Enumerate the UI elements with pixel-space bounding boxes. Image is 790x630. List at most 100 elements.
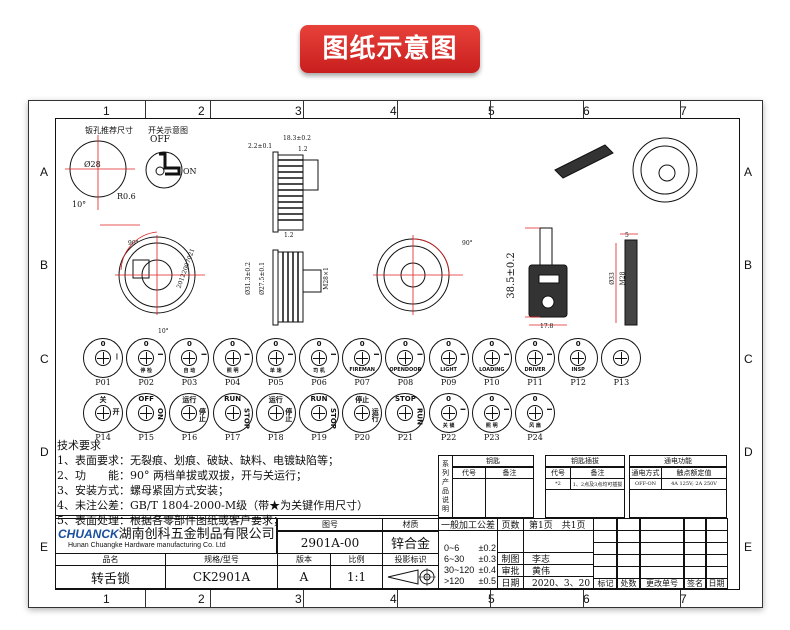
- position-id: P23: [484, 433, 500, 442]
- grid-row-label: E: [40, 540, 49, 554]
- position-id: P03: [181, 378, 198, 387]
- hole-angle: 10°: [72, 200, 87, 209]
- position-dial: RUN STOP: [212, 393, 253, 433]
- requirement-item: 3、安装方式：螺母紧固方式安装；: [57, 484, 229, 497]
- insert-empty: [545, 489, 625, 518]
- position-dial: OFF ON: [126, 393, 167, 433]
- position-dial: 运行 停止: [255, 393, 296, 433]
- grid-column-label: 3: [295, 592, 302, 606]
- dial-top-label: 0: [402, 340, 408, 348]
- dial-bottom-label: LOADING: [479, 367, 505, 373]
- dial-bottom-label: 司 机: [313, 368, 325, 374]
- grid-column-label: 5: [488, 592, 495, 606]
- tolerance-row: 30~120±0.4: [444, 564, 496, 575]
- position-dial: 0 I 自 动: [169, 338, 210, 378]
- revision-header: 日期: [705, 578, 728, 589]
- position-dial: 0 I 照 明: [471, 393, 512, 433]
- dial-right-label: I: [372, 353, 381, 356]
- dial-bottom-label: 关 锁: [442, 423, 455, 429]
- revision-header: 处数: [616, 578, 641, 589]
- dim: M28: [619, 271, 627, 286]
- grid-column-label: 4: [390, 104, 397, 118]
- dial-top-label: 关: [99, 396, 107, 404]
- position-dial: 关 开: [83, 393, 123, 433]
- dial-top-label: 0: [359, 340, 365, 348]
- position-id: P12: [570, 378, 586, 387]
- dial-bottom-label: DRIVER: [524, 367, 546, 373]
- dial-right-label: I: [285, 353, 294, 356]
- position-id: P16: [181, 433, 198, 442]
- position-dial: 0 I LIGHT: [428, 338, 469, 378]
- dial-top-label: 0: [273, 340, 279, 348]
- switch-title: 开关示意图: [148, 126, 188, 135]
- page-banner: 图纸示意图: [300, 25, 480, 73]
- dial-top-label: 0: [575, 340, 581, 348]
- position-id: P19: [311, 433, 327, 442]
- dial-right-label: ON: [156, 408, 165, 420]
- dial-top-label: 0: [100, 340, 106, 348]
- dial-top-label: 停止: [355, 396, 370, 404]
- dim: 1.2: [284, 232, 294, 239]
- position-id: P13: [613, 378, 630, 387]
- dial-top-label: 0: [489, 395, 495, 403]
- position-dial: 0 I 司 机: [299, 338, 339, 378]
- position-dial: RUN STOP: [299, 393, 339, 433]
- date: 2020、3、20: [523, 576, 594, 589]
- position-id: P01: [95, 378, 111, 387]
- dial-top-label: 0: [446, 395, 452, 403]
- power-empty: [629, 489, 727, 518]
- projection-icon: [387, 568, 436, 586]
- position-id: P24: [527, 433, 543, 442]
- dial-right-label: I: [458, 408, 467, 411]
- dial-top-label: 0: [316, 340, 322, 348]
- position-dial: 停止 运行: [342, 393, 383, 433]
- dial-top-label: 0: [143, 340, 149, 348]
- position-dial: 0 INSP: [558, 338, 599, 378]
- grid-column-label: 7: [680, 104, 687, 118]
- drawing-no-label: 图号: [277, 518, 383, 531]
- dim: 90°: [462, 240, 473, 247]
- tolerance-row: >120±0.5: [444, 575, 496, 586]
- position-dial: 0 I 风 扇: [515, 393, 555, 433]
- switch-on-label: ON: [183, 167, 197, 176]
- key-height: 38.5±0.2: [505, 252, 517, 299]
- spec: CK2901A: [165, 565, 278, 589]
- position-dial: 0 I 照 明: [212, 338, 253, 378]
- date-label: 日期: [497, 576, 524, 589]
- grid-column-label: 7: [680, 592, 687, 606]
- position-id: P08: [397, 378, 414, 387]
- position-dial: 0 I 单 速: [255, 338, 296, 378]
- position-dial: 0 I 关 锁: [428, 393, 469, 433]
- position-dial: 0 I FIREMAN: [342, 338, 383, 378]
- dial-top-label: 0: [489, 340, 495, 348]
- grid-row-label: A: [744, 165, 753, 179]
- dial-right-label: RUN: [415, 408, 424, 425]
- grid-column-label: 2: [198, 592, 205, 606]
- grid-column-label: 3: [295, 104, 302, 118]
- requirements-title: 技术要求: [57, 439, 101, 452]
- dim: Ø33: [608, 272, 616, 285]
- dial-right-label: 开: [112, 408, 120, 415]
- dial-top-label: 0: [532, 395, 538, 403]
- dial-right-label: I: [458, 353, 467, 356]
- grid-column-label: 6: [583, 104, 590, 118]
- position-id: P14: [95, 433, 111, 442]
- company-logo: CHUANCK: [58, 527, 119, 541]
- key-width: 17.8: [540, 323, 554, 330]
- dial-top-label: 0: [186, 340, 192, 348]
- grid-column-label: 1: [103, 104, 110, 118]
- dial-right-label: —: [113, 353, 121, 360]
- position-id: P18: [268, 433, 284, 442]
- position-id: P10: [484, 378, 500, 387]
- dial-right-label: I: [199, 353, 208, 356]
- dial-right-label: 停止: [198, 408, 207, 422]
- company-name-en: Hunan Chuangke Hardware manufacturing Co…: [68, 542, 226, 549]
- dim: 10°: [158, 328, 169, 335]
- grid-column-label: 6: [583, 592, 590, 606]
- position-dial: 0 I OPENDOOR: [385, 338, 426, 378]
- material-label: 材质: [382, 518, 439, 531]
- dim: Ø31.3±0.2: [244, 262, 252, 295]
- grid-row-label: D: [40, 445, 49, 459]
- position-id: P04: [224, 378, 241, 387]
